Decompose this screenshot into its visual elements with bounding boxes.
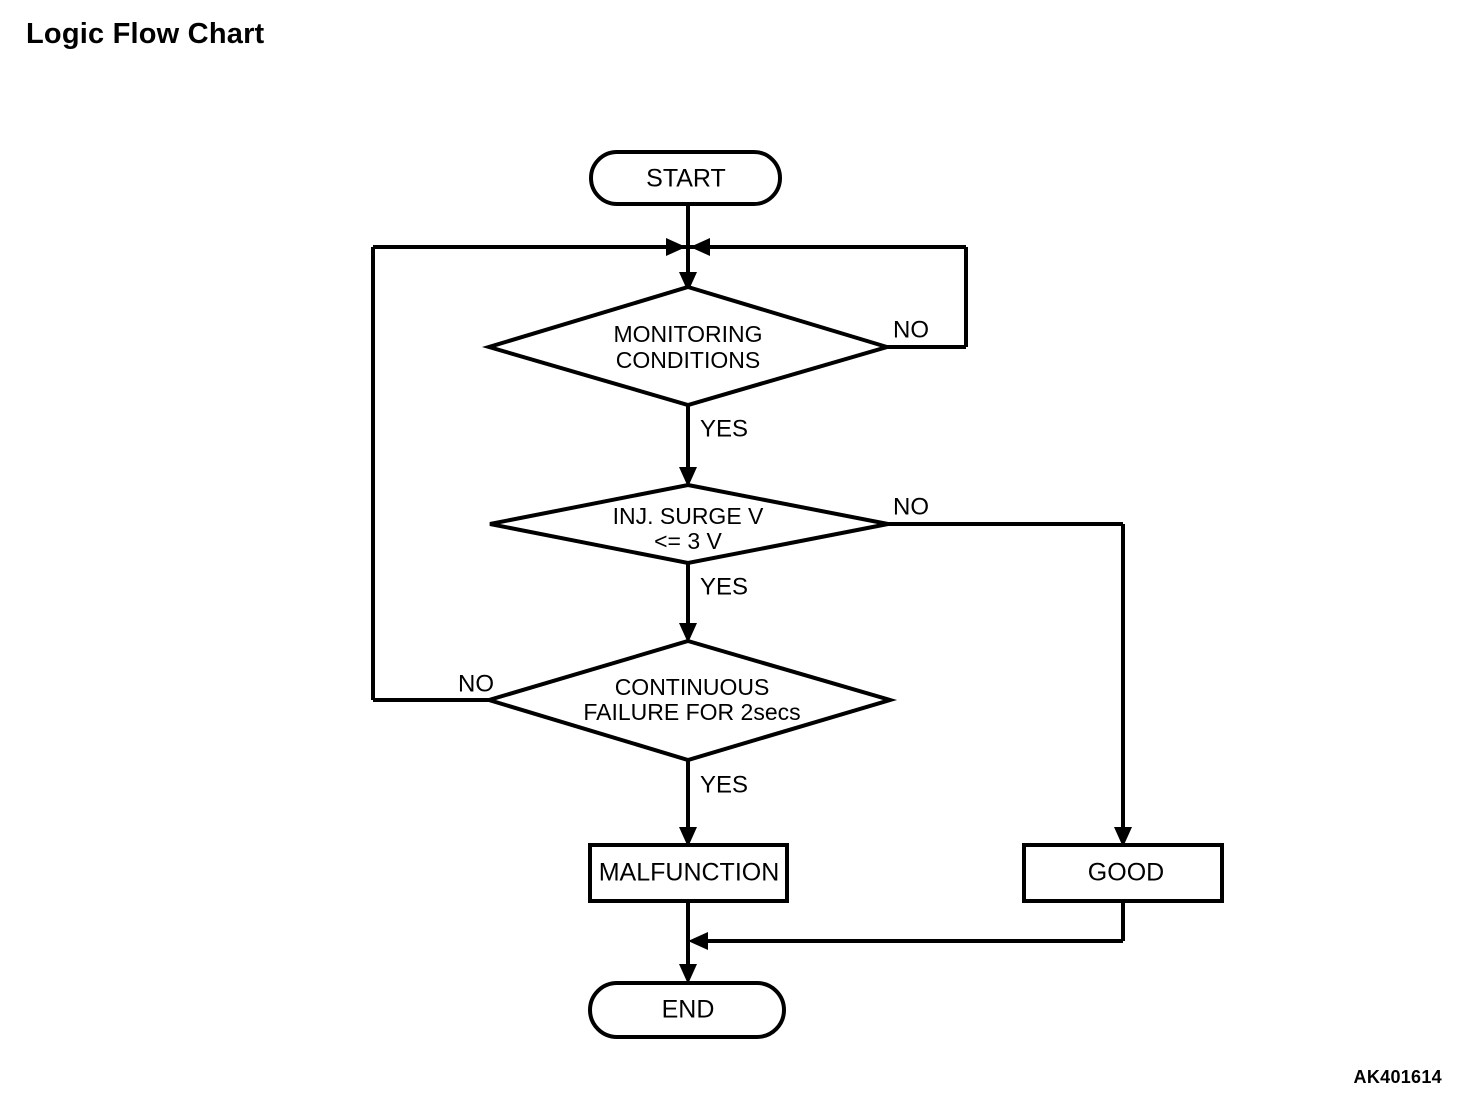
arrow-head-merge-left — [688, 932, 708, 950]
edge-monitoring-yes — [679, 405, 697, 487]
edge-label-continuous-yes: YES — [700, 771, 748, 798]
arrow-head-into-monitoring — [679, 272, 697, 292]
node-start[interactable]: START — [589, 150, 782, 206]
edge-label-continuous-no: NO — [458, 670, 494, 697]
end-shape — [588, 981, 786, 1039]
edge-malfunction-to-end — [679, 901, 697, 984]
edge-continuous-yes — [679, 760, 697, 847]
continuous-failure-label-line2: FAILURE FOR 2secs — [583, 699, 800, 725]
arrow-head-junction-right — [690, 238, 710, 256]
edge-continuous-no-feedback — [371, 247, 491, 702]
page-title: Logic Flow Chart — [26, 18, 265, 50]
edge-monitoring-no-feedback — [885, 247, 968, 349]
edge-inj-surge-yes — [679, 563, 697, 643]
edge-label-monitoring-no: NO — [893, 316, 929, 343]
inj-surge-v-shape — [489, 482, 889, 566]
edge-inj-surge-no — [886, 522, 1132, 847]
continuous-failure-label-line1: CONTINUOUS — [615, 674, 770, 700]
node-inj-surge-v[interactable]: INJ. SURGE V <= 3 V — [489, 482, 889, 566]
arrow-head-into-end — [679, 964, 697, 984]
start-shape — [589, 150, 782, 206]
malfunction-shape — [588, 843, 789, 903]
node-monitoring-conditions[interactable]: MONITORING CONDITIONS — [481, 284, 895, 408]
node-malfunction[interactable]: MALFUNCTION — [588, 843, 789, 903]
arrow-head-into-continuous — [679, 623, 697, 643]
edge-label-inj-surge-no: NO — [893, 493, 929, 520]
feedback-junction-bar — [373, 238, 966, 256]
inj-surge-v-label-line2: <= 3 V — [654, 528, 722, 554]
edge-label-monitoring-yes: YES — [700, 415, 748, 442]
edge-good-to-end — [688, 901, 1125, 950]
monitoring-conditions-label-line2: CONDITIONS — [616, 347, 760, 373]
end-label: END — [662, 996, 715, 1024]
good-shape — [1022, 843, 1224, 903]
arrow-head-into-malfunction — [679, 827, 697, 847]
start-label: START — [646, 165, 726, 193]
node-end[interactable]: END — [588, 981, 786, 1039]
monitoring-conditions-shape — [481, 284, 895, 408]
malfunction-label: MALFUNCTION — [599, 859, 780, 887]
arrow-head-junction-left — [666, 238, 686, 256]
reference-code: AK401614 — [1353, 1067, 1442, 1087]
arrow-head-into-good — [1114, 827, 1132, 847]
arrow-head-into-inj-surge — [679, 467, 697, 487]
edge-label-inj-surge-yes: YES — [700, 573, 748, 600]
inj-surge-v-label-line1: INJ. SURGE V — [613, 503, 764, 529]
edge-start-to-monitoring — [679, 204, 697, 292]
monitoring-conditions-label-line1: MONITORING — [613, 321, 762, 347]
good-label: GOOD — [1088, 859, 1164, 887]
continuous-failure-shape — [482, 638, 898, 763]
node-continuous-failure[interactable]: CONTINUOUS FAILURE FOR 2secs — [482, 638, 898, 763]
node-good[interactable]: GOOD — [1022, 843, 1224, 903]
